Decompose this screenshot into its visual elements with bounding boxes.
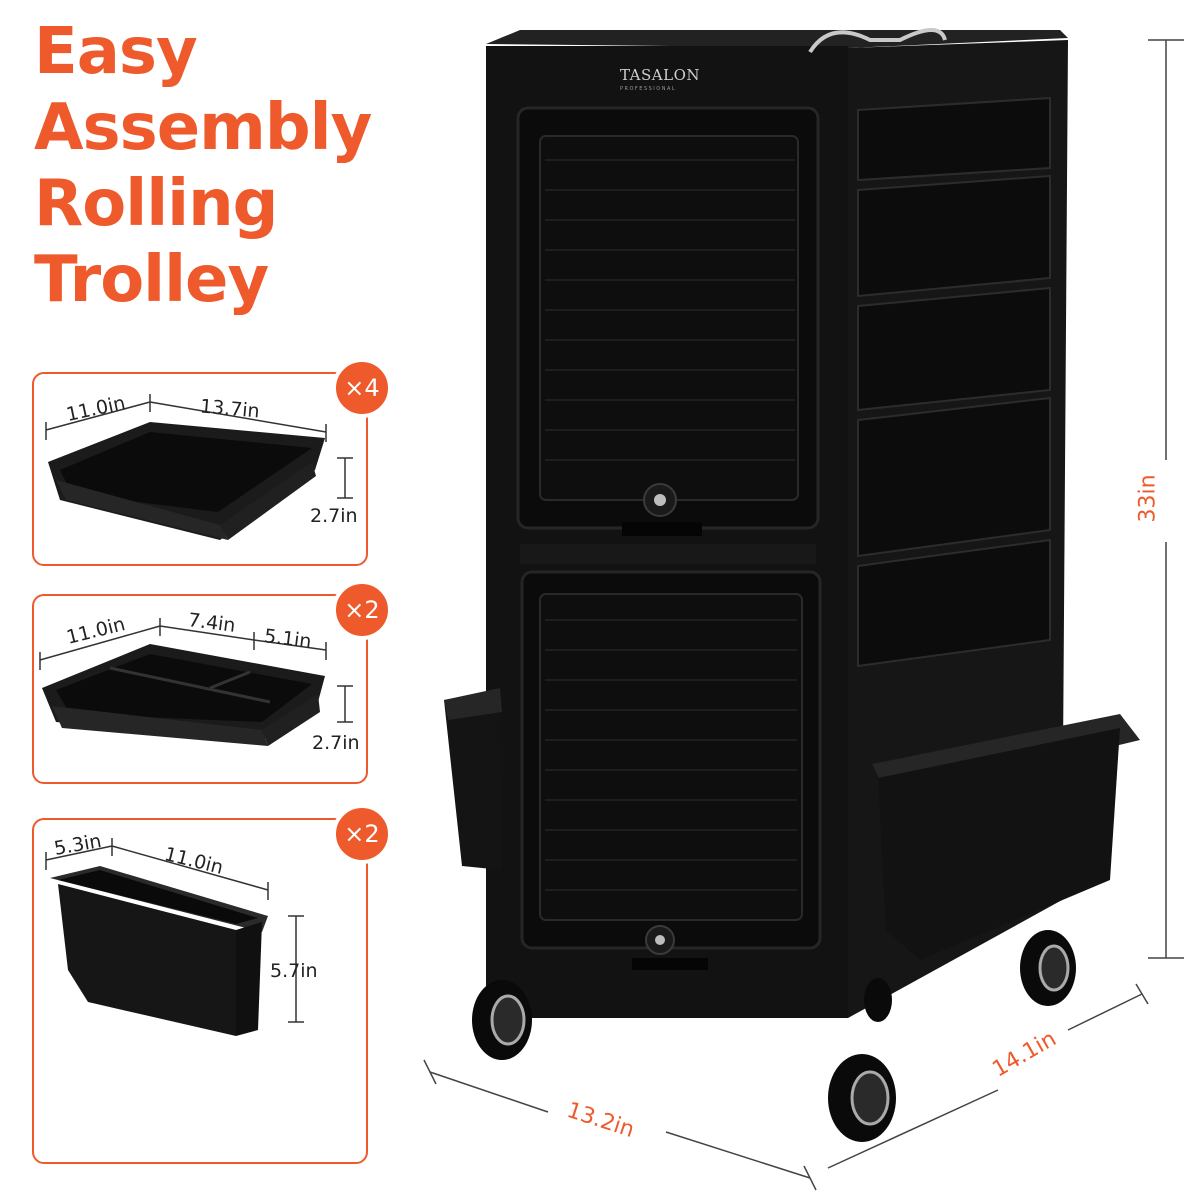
rolling-cart-image (444, 28, 1140, 1142)
brand-logo: TASALON (620, 66, 701, 84)
headline-line-1: Easy (34, 15, 198, 89)
dimension-label: 2.7in (310, 505, 358, 527)
divided-tray-image (42, 644, 325, 746)
brand-logo-subtitle: PROFESSIONAL (620, 86, 677, 92)
quantity-badge: ×2 (332, 580, 392, 640)
large-tray-dimension-lines (45, 394, 353, 499)
headline-line-3: Rolling (34, 167, 278, 241)
dimension-label: 5.7in (270, 960, 318, 982)
headline-line-4: Trolley (34, 243, 269, 317)
dimension-label: 2.7in (312, 732, 360, 754)
bin-dimension-lines (45, 838, 304, 1023)
caster-wheels (472, 930, 1076, 1142)
quantity-badge: ×4 (332, 358, 392, 418)
large-tray-image (48, 422, 325, 540)
headline: Easy Assembly Rolling Trolley (34, 14, 372, 318)
quantity-badge: ×2 (332, 804, 392, 864)
cart-dimension-lines (423, 39, 1184, 1191)
cart-height-label: 33in (1135, 474, 1161, 523)
headline-line-2: Assembly (34, 91, 372, 165)
divided-tray-dimension-lines (39, 618, 353, 723)
bin-image (50, 866, 268, 1036)
